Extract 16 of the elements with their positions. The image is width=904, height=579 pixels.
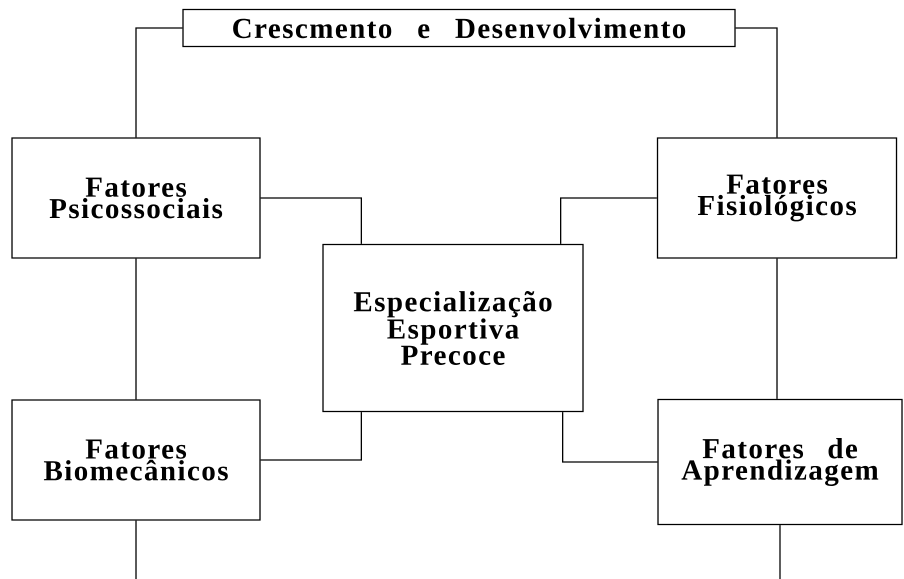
factor-box: Fatores Fisiológicos — [656, 137, 898, 259]
connector-line — [560, 197, 657, 244]
connector-line — [776, 258, 778, 399]
factor-box: Fatores Psicossociais — [11, 137, 261, 259]
connector-line — [260, 412, 362, 461]
connector-line — [260, 197, 362, 244]
factor-box: Fatores de Aprendizagem — [657, 398, 903, 526]
factor-box: Especialização Esportiva Precoce — [322, 244, 584, 412]
connector-line — [135, 258, 137, 400]
connector-line — [135, 27, 182, 138]
connector-line — [562, 412, 658, 463]
connector-line — [135, 520, 137, 579]
factor-box: Fatores Biomecânicos — [11, 399, 261, 521]
factor-box: Crescmento e Desenvolvimento — [182, 8, 736, 48]
connector-line — [736, 27, 778, 138]
connector-line — [779, 525, 781, 579]
